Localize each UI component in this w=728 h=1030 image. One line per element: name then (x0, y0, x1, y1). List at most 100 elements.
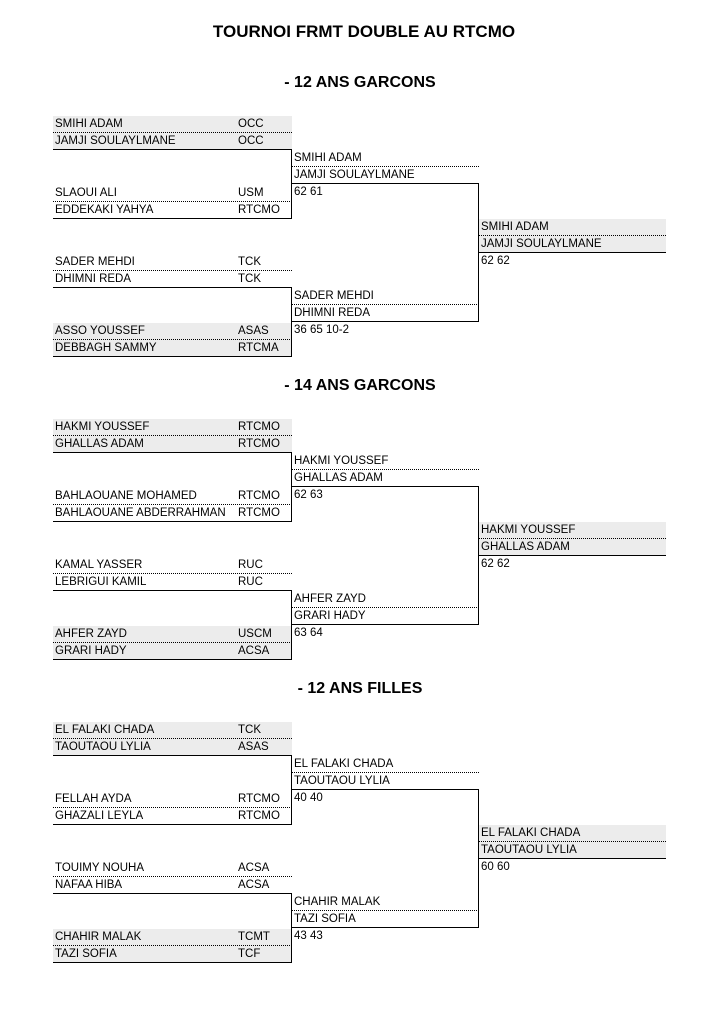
club-code: RTCMO (238, 438, 280, 450)
bracket-connector (478, 789, 479, 928)
entry-player-b: GHALLAS ADAM RTCMO (53, 436, 292, 453)
player-name: DHIMNI REDA (55, 273, 132, 285)
final-score: 60 60 (481, 861, 510, 873)
player-name: BAHLAOUANE ABDERRAHMAN (55, 507, 226, 519)
club-code: USCM (238, 628, 272, 640)
bracket-connector (291, 452, 292, 522)
entry-player-a: HAKMI YOUSSEF RTCMO (53, 419, 292, 436)
final-player-a: SMIHI ADAM (479, 219, 666, 236)
club-code: RTCMA (238, 342, 279, 354)
winner-player-a: HAKMI YOUSSEF (292, 453, 479, 470)
club-code: USM (238, 187, 264, 199)
club-code: RTCMO (238, 421, 280, 433)
section-title: - 12 ANS FILLES (297, 680, 423, 697)
club-code: RTCMO (238, 810, 280, 822)
club-code: OCC (238, 118, 264, 130)
entry-player-a: SADER MEHDI TCK (53, 254, 292, 271)
club-code: ACSA (238, 879, 270, 891)
final-player-b: TAOUTAOU LYLIA (479, 842, 666, 859)
final-player-a: EL FALAKI CHADA (479, 825, 666, 842)
club-code: TCK (238, 724, 261, 736)
player-name: EL FALAKI CHADA (55, 724, 155, 736)
player-name: FELLAH AYDA (55, 793, 132, 805)
winner-player-b: GHALLAS ADAM (292, 470, 479, 487)
final-score: 62 62 (481, 255, 510, 267)
player-name: TAOUTAOU LYLIA (55, 741, 151, 753)
winner-player-a: EL FALAKI CHADA (292, 756, 479, 773)
entry-player-b: LEBRIGUI KAMIL RUC (53, 574, 292, 591)
player-name: NAFAA HIBA (55, 879, 123, 891)
player-name: DHIMNI REDA (294, 307, 371, 319)
club-code: TCMT (238, 931, 270, 943)
player-name: CHAHIR MALAK (55, 931, 142, 943)
club-code: ASAS (238, 741, 269, 753)
bracket-connector (291, 149, 292, 219)
match-score: 63 64 (294, 627, 323, 639)
entry-player-b: BAHLAOUANE ABDERRAHMAN RTCMO (53, 505, 292, 522)
entry-player-a: SMIHI ADAM OCC (53, 116, 292, 133)
player-name: LEBRIGUI KAMIL (55, 576, 147, 588)
bracket-connector (291, 893, 292, 963)
player-name: GRARI HADY (294, 610, 366, 622)
section-title: - 12 ANS GARCONS (284, 74, 436, 91)
club-code: TCF (238, 948, 261, 960)
entry-player-a: SLAOUI ALI USM (53, 185, 292, 202)
club-code: ACSA (238, 645, 270, 657)
winner-player-a: AHFER ZAYD (292, 591, 479, 608)
winner-player-b: JAMJI SOULAYLMANE (292, 167, 479, 184)
final-player-b: JAMJI SOULAYLMANE (479, 236, 666, 253)
club-code: RTCMO (238, 490, 280, 502)
player-name: SMIHI ADAM (55, 118, 123, 130)
winner-player-b: TAZI SOFIA (292, 911, 479, 928)
club-code: RUC (238, 576, 263, 588)
player-name: GHAZALI LEYLA (55, 810, 144, 822)
player-name: SADER MEHDI (55, 256, 135, 268)
player-name: TAOUTAOU LYLIA (294, 775, 390, 787)
club-code: RTCMO (238, 793, 280, 805)
winner-player-b: TAOUTAOU LYLIA (292, 773, 479, 790)
club-code: RUC (238, 559, 263, 571)
entry-player-b: GRARI HADY ACSA (53, 643, 292, 660)
player-name: JAMJI SOULAYLMANE (294, 169, 415, 181)
entry-player-b: GHAZALI LEYLA RTCMO (53, 808, 292, 825)
player-name: GHALLAS ADAM (294, 472, 383, 484)
club-code: ACSA (238, 862, 270, 874)
club-code: TCK (238, 256, 261, 268)
player-name: SLAOUI ALI (55, 187, 118, 199)
entry-player-b: NAFAA HIBA ACSA (53, 877, 292, 894)
entry-player-a: CHAHIR MALAK TCMT (53, 929, 292, 946)
player-name: GRARI HADY (55, 645, 127, 657)
final-player-a: HAKMI YOUSSEF (479, 522, 666, 539)
club-code: RTCMO (238, 507, 280, 519)
entry-player-b: EDDEKAKI YAHYA RTCMO (53, 202, 292, 219)
entry-player-b: DHIMNI REDA TCK (53, 271, 292, 288)
entry-player-a: FELLAH AYDA RTCMO (53, 791, 292, 808)
player-name: SADER MEHDI (294, 290, 374, 302)
player-name: SMIHI ADAM (481, 221, 549, 233)
player-name: DEBBAGH SAMMY (55, 342, 157, 354)
entry-player-b: DEBBAGH SAMMY RTCMA (53, 340, 292, 357)
player-name: HAKMI YOUSSEF (55, 421, 150, 433)
player-name: EDDEKAKI YAHYA (55, 204, 154, 216)
player-name: TAZI SOFIA (294, 913, 356, 925)
player-name: GHALLAS ADAM (55, 438, 144, 450)
player-name: HAKMI YOUSSEF (481, 524, 576, 536)
club-code: TCK (238, 273, 261, 285)
winner-player-b: GRARI HADY (292, 608, 479, 625)
entry-player-b: TAOUTAOU LYLIA ASAS (53, 739, 292, 756)
club-code: ASAS (238, 325, 269, 337)
player-name: TAZI SOFIA (55, 948, 117, 960)
entry-player-a: EL FALAKI CHADA TCK (53, 722, 292, 739)
player-name: JAMJI SOULAYLMANE (481, 238, 602, 250)
bracket-connector (478, 183, 479, 322)
player-name: HAKMI YOUSSEF (294, 455, 389, 467)
match-score: 62 63 (294, 489, 323, 501)
bracket-connector (291, 287, 292, 357)
winner-player-a: SADER MEHDI (292, 288, 479, 305)
club-code: RTCMO (238, 204, 280, 216)
player-name: GHALLAS ADAM (481, 541, 570, 553)
